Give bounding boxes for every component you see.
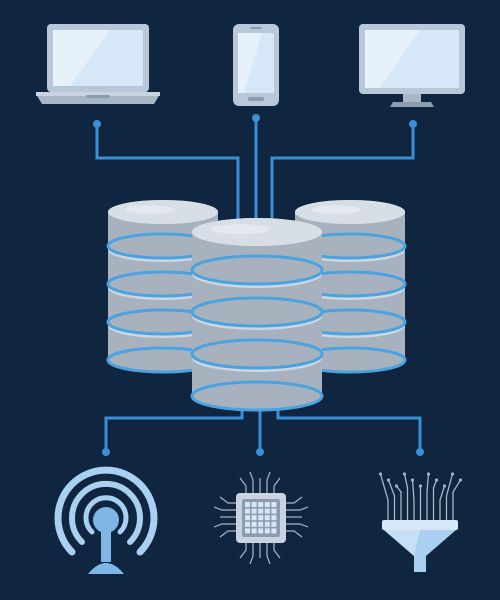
top-wire-nodes [93, 114, 417, 128]
cpu-circuit-traces [213, 471, 309, 565]
wire-node-phone [252, 114, 260, 122]
cpu-chip-icon [213, 471, 309, 565]
monitor-icon [359, 24, 465, 107]
wire-node-antenna [102, 448, 110, 456]
database-stack-icon [106, 200, 407, 412]
antenna-signal-icon [54, 466, 158, 556]
cpu-die-grid [245, 502, 277, 534]
top-connection-wires [95, 118, 415, 220]
database-stack-center [190, 218, 324, 412]
funnel-filter-icon [378, 472, 463, 572]
wire-laptop [95, 124, 240, 220]
bottom-wire-nodes [102, 448, 424, 456]
wire-node-funnel [416, 448, 424, 456]
wire-node-laptop [93, 120, 101, 128]
antenna-mast [88, 507, 124, 574]
smartphone-icon [233, 24, 279, 106]
wire-monitor [270, 124, 415, 220]
wire-node-monitor [409, 120, 417, 128]
wire-node-cpu [256, 448, 264, 456]
funnel-input-lines [378, 472, 463, 520]
laptop-icon [36, 24, 160, 104]
